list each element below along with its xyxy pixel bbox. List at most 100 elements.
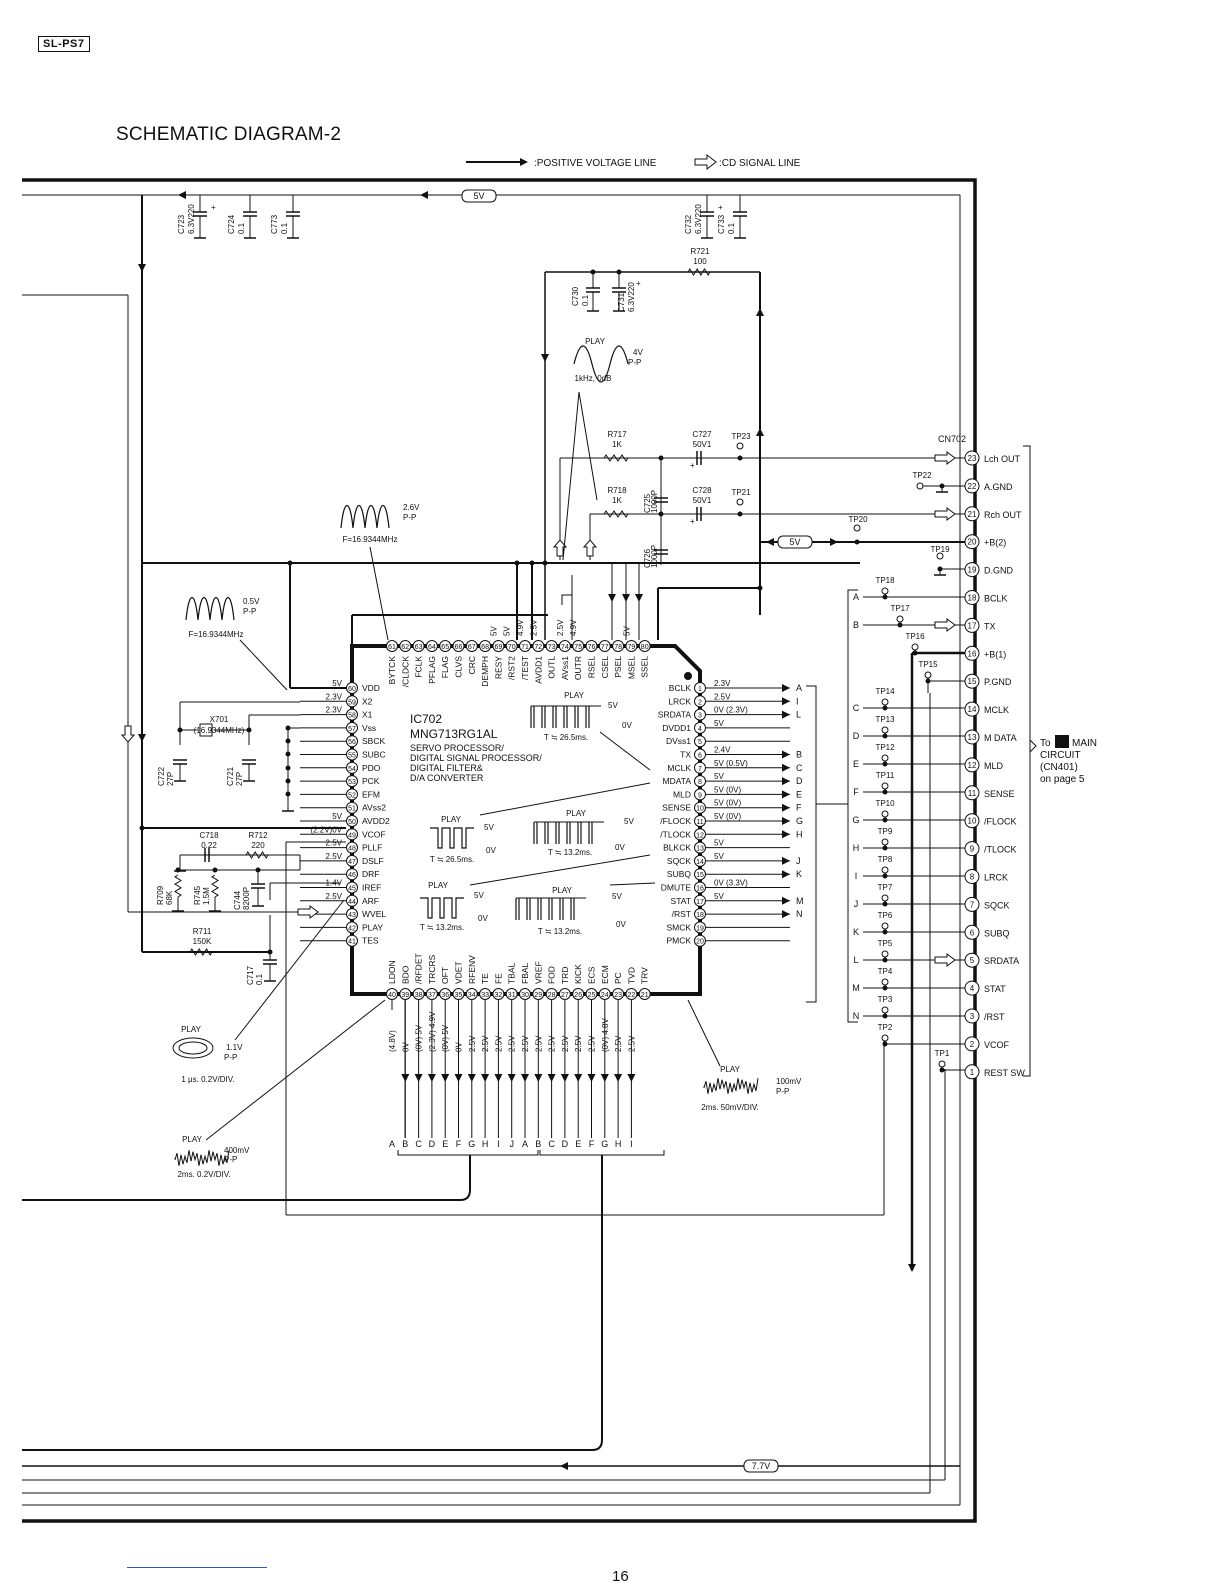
ic-pin-name: PFLAG: [427, 656, 437, 684]
ic-pin-number: 70: [508, 644, 516, 651]
net-letter: H: [615, 1139, 622, 1149]
wire: [687, 999, 721, 1067]
resistor-r718: [603, 510, 629, 518]
waveform-amp: 400mV: [224, 1146, 250, 1155]
arrow-right-icon: [782, 856, 790, 865]
ic-pin-number: 69: [495, 644, 503, 651]
ic-pin-name: RESY: [493, 656, 503, 679]
net-letter: N: [853, 1011, 860, 1021]
wire: [609, 882, 656, 886]
link-underline[interactable]: [127, 1567, 267, 1568]
ic-pin-number: 44: [348, 899, 356, 906]
arrow-down-icon: [138, 734, 146, 742]
arrow-right-icon: [830, 538, 838, 546]
wire: [469, 854, 651, 886]
ic-pin-name: /RFDET: [414, 953, 424, 984]
net-letter: B: [853, 620, 859, 630]
arrow-up-icon: [756, 428, 764, 436]
net-letter: E: [853, 759, 859, 769]
arrow-down-icon: [547, 1074, 556, 1082]
net-letter: J: [509, 1139, 514, 1149]
ic-pin-number: 60: [348, 686, 356, 693]
value-c732: 6.3V220: [694, 204, 703, 234]
waveform-unit: P-P: [224, 1053, 237, 1062]
net-letter: K: [796, 869, 802, 879]
ic-pin-74: [558, 640, 571, 652]
ic-pin-26: [572, 988, 585, 1000]
ref-c727: C727: [692, 430, 712, 439]
net-letter: K: [853, 927, 859, 937]
waveform-note: T ≒ 13.2ms.: [420, 923, 464, 932]
ic-pin-name: MSEL: [626, 656, 636, 679]
pulse-symbol: [561, 594, 573, 605]
ic-pin-name: BCLK: [669, 683, 692, 693]
ic-pin-number: 61: [388, 644, 396, 651]
net-letter: J: [854, 899, 859, 909]
ic-pin-31: [505, 988, 518, 1000]
ic-pin-50: [346, 815, 358, 827]
ic-pin-name: PLAY: [362, 922, 383, 932]
arrow-down-icon: [507, 1074, 516, 1082]
ic-pin-number: 55: [348, 753, 356, 760]
pin-voltage: 5V: [332, 679, 342, 688]
ic-pin-44: [346, 894, 358, 907]
ic-pin-60: [346, 682, 358, 694]
ic-pin-number: 15: [696, 872, 704, 879]
bracket-bottom-b: [539, 1150, 665, 1156]
test-point-circle: [936, 552, 944, 560]
ic-pin-14: [694, 854, 706, 867]
arrow-down-icon: [908, 1264, 916, 1272]
ic-pin-name: OUTR: [573, 656, 583, 680]
connector-pin-number: 9: [970, 845, 975, 854]
ic-pin-number: 48: [348, 846, 356, 853]
tp23-label: TP23: [731, 432, 751, 441]
arrow-down-icon: [635, 594, 643, 602]
junction-dot: [737, 455, 743, 461]
test-point-circle: [881, 698, 889, 706]
arrow-down-icon: [481, 1074, 490, 1082]
ic-pin-45: [346, 881, 358, 894]
bracket-letters: [847, 589, 858, 1023]
arrow-down-icon: [600, 1074, 609, 1082]
arrow-down-icon: [494, 1074, 503, 1082]
connector-pin-number: 19: [968, 566, 977, 575]
net-letter: E: [796, 789, 802, 799]
waveform-note: T ≒ 26.5ms.: [544, 733, 588, 742]
connector-pin-number: 7: [970, 900, 975, 909]
waveform-label: PLAY: [720, 1065, 741, 1074]
ic-pin-name: TBAL: [507, 962, 517, 984]
test-point-circle: [881, 782, 889, 790]
ic-pin-number: 51: [348, 806, 356, 813]
pin-voltage: 2.5V: [521, 1035, 530, 1052]
value-c731: 6.3V220: [627, 282, 636, 312]
ic-pin-name: MLD: [673, 789, 691, 799]
junction-dot: [285, 778, 291, 784]
test-point-circle: [736, 442, 744, 450]
waveform-w7: [420, 897, 464, 919]
connector-pin-number: 16: [968, 649, 977, 658]
ref-c723: C723: [177, 214, 186, 234]
ic-pin-70: [505, 640, 518, 652]
ic-pin-number: 56: [348, 739, 356, 746]
pin-voltage: 5V: [489, 626, 498, 636]
ic-part: MNG713RG1AL: [410, 727, 498, 741]
connector-pin-name: STAT: [984, 984, 1006, 994]
waveform-amp: 5V: [474, 891, 484, 900]
ic-pin-number: 8: [698, 779, 702, 786]
model-badge: SL-PS7: [38, 36, 90, 52]
ic-pin-number: 39: [401, 992, 409, 999]
test-point-circle: [916, 482, 924, 490]
waveform-label: PLAY: [566, 809, 587, 818]
ic-pin-69: [492, 640, 505, 652]
waveform-note: F=16.9344MHz: [189, 630, 244, 639]
junction-dot: [285, 765, 291, 771]
ic-pin-name: SBCK: [362, 736, 385, 746]
pin-voltage: 2.3V: [714, 679, 731, 688]
wire: [205, 999, 386, 1141]
wire: [234, 899, 345, 1041]
value-c733: 0.1: [727, 222, 736, 234]
pin-voltage: 2.5V: [326, 852, 343, 861]
tp-label: TP8: [878, 855, 893, 864]
to-cn401-label: (CN401): [1040, 762, 1078, 773]
ic-pin-number: 16: [696, 886, 704, 893]
